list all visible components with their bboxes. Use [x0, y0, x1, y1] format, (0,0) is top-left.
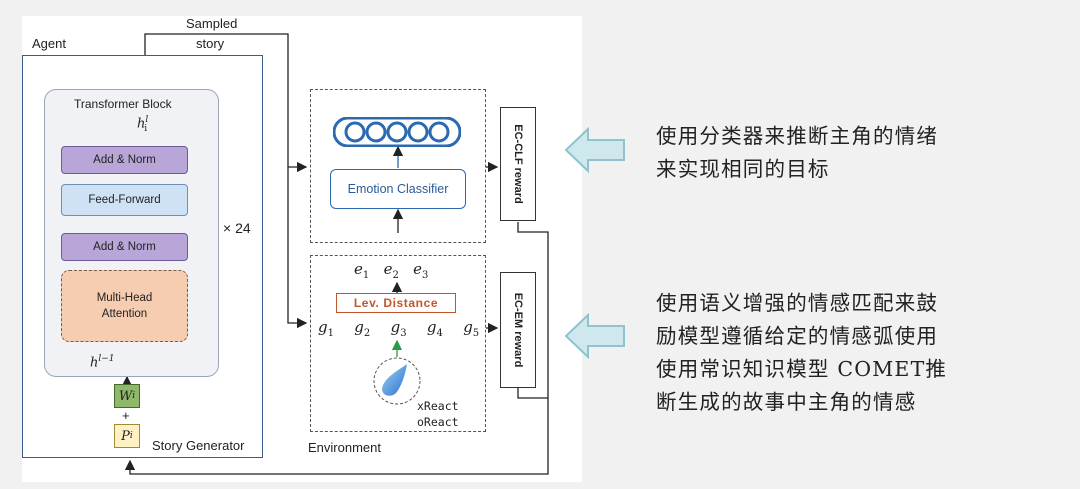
h-top-symbol: hli [137, 115, 149, 134]
ec-em-reward-box: EC-EM reward [500, 272, 536, 388]
emotion-classifier-box: Emotion Classifier [330, 169, 466, 209]
e3-sub: 3 [422, 270, 429, 281]
annotation-bottom-line1: 使用语义增强的情感匹配来鼓 [656, 291, 939, 315]
sampled-story-label-line1: Sampled [186, 16, 238, 31]
feed-forward: Feed-Forward [61, 184, 188, 216]
g4-sub: 4 [436, 328, 443, 339]
repeat-count: × 24 [223, 220, 251, 236]
annotation-top-line2: 来实现相同的目标 [656, 157, 830, 181]
agent-label: Agent [32, 36, 66, 51]
plus-sign: + [122, 408, 130, 423]
e1-sub: 1 [362, 270, 370, 281]
h-bottom-letter: h [90, 355, 99, 371]
annotation-bottom-line4: 断生成的故事中主角的情感 [656, 390, 917, 414]
h-top-sup: l [145, 115, 149, 125]
w-letter: W [118, 388, 133, 404]
transformer-block-label: Transformer Block [74, 97, 172, 111]
g2-sub: 2 [363, 328, 371, 339]
left-arrow-icon-bottom [564, 313, 625, 359]
mha-line1: Multi-Head [96, 292, 153, 304]
ec-clf-reward-box: EC-CLF reward [500, 107, 536, 221]
left-arrow-icon-top [564, 127, 625, 173]
neuron-layer [333, 117, 461, 147]
story-generator-label: Story Generator [152, 438, 245, 453]
classifier-env-box [310, 89, 486, 243]
agent-box [22, 55, 263, 458]
ec-clf-reward-label: EC-CLF reward [512, 124, 524, 204]
p-letter: P [121, 428, 130, 444]
p-sub: i [129, 431, 133, 441]
em-env-box [310, 255, 486, 432]
xreact-label: xReact [417, 399, 459, 413]
g1-sub: 1 [327, 328, 334, 339]
annotation-top-line1: 使用分类器来推断主角的情绪 [656, 124, 939, 148]
add-norm-bottom-text: Add & Norm [93, 241, 156, 253]
comet-icon [373, 357, 421, 405]
environment-label: Environment [308, 440, 381, 455]
w-sub: i [132, 391, 136, 401]
g5-sub: 5 [472, 328, 480, 339]
h-top-sub: i [144, 123, 148, 134]
h-top-letter: h [137, 116, 146, 132]
g-terms: g1 g2 g3 g4 g5 [318, 318, 480, 339]
multi-head-attention: Multi-Head Attention [61, 270, 188, 342]
lev-distance-box: Lev. Distance [336, 293, 456, 313]
annotation-bottom-line2: 励模型遵循给定的情感弧使用 [656, 324, 939, 348]
h-bottom-symbol: hl−1 [90, 354, 115, 370]
ec-em-reward-label: EC-EM reward [512, 292, 524, 368]
oreact-label: oReact [417, 415, 459, 429]
h-bottom-sup: l−1 [98, 354, 115, 364]
mha-line2: Attention [101, 308, 148, 320]
react-labels: xReact oReact [417, 398, 459, 430]
sampled-story-label-line2: story [196, 36, 225, 51]
g3-sub: 3 [400, 328, 407, 339]
e-terms: e1 e2 e3 [354, 260, 429, 281]
add-norm-bottom: Add & Norm [61, 233, 188, 261]
add-norm-top: Add & Norm [61, 146, 188, 174]
e2-sub: 2 [392, 270, 399, 281]
annotation-bottom-line3: 使用常识知识模型 COMET推 [656, 357, 948, 381]
